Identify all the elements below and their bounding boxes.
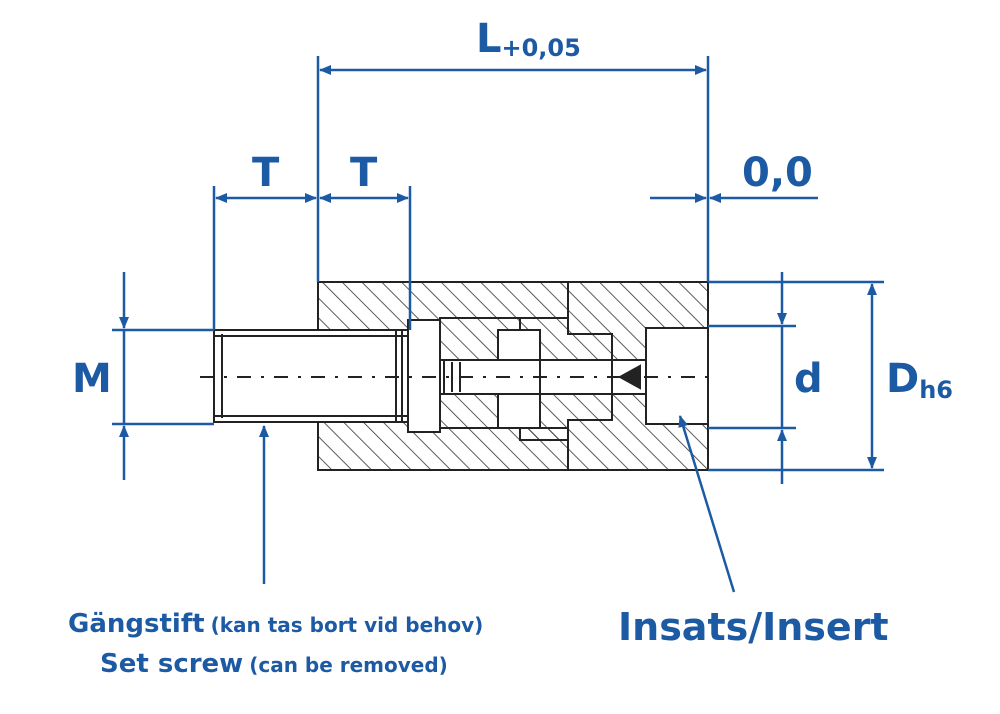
label-T-right: T bbox=[350, 150, 378, 196]
insert-bottom-right bbox=[519, 393, 613, 441]
insert-top-left bbox=[439, 317, 521, 361]
inner-screw bbox=[443, 359, 541, 395]
insert-bottom-left bbox=[439, 393, 499, 429]
dimensions bbox=[112, 56, 884, 593]
label-T-left: T bbox=[252, 150, 280, 196]
label-offset: 0,0 bbox=[742, 150, 813, 196]
label-L: L+0,05 bbox=[476, 16, 581, 62]
insert-leader bbox=[678, 415, 736, 593]
label-L-tol: +0,05 bbox=[502, 34, 581, 62]
insert-label: Insats/Insert bbox=[618, 605, 889, 649]
label-D-tol: h6 bbox=[919, 376, 953, 404]
set-screw-label-sv: Gängstift(kan tas bort vid behov) bbox=[68, 609, 483, 639]
label-d: d bbox=[794, 356, 823, 402]
label-D: Dh6 bbox=[886, 356, 953, 404]
set-screw-label-en: Set screw(can be removed) bbox=[100, 649, 448, 679]
label-M: M bbox=[72, 356, 112, 402]
